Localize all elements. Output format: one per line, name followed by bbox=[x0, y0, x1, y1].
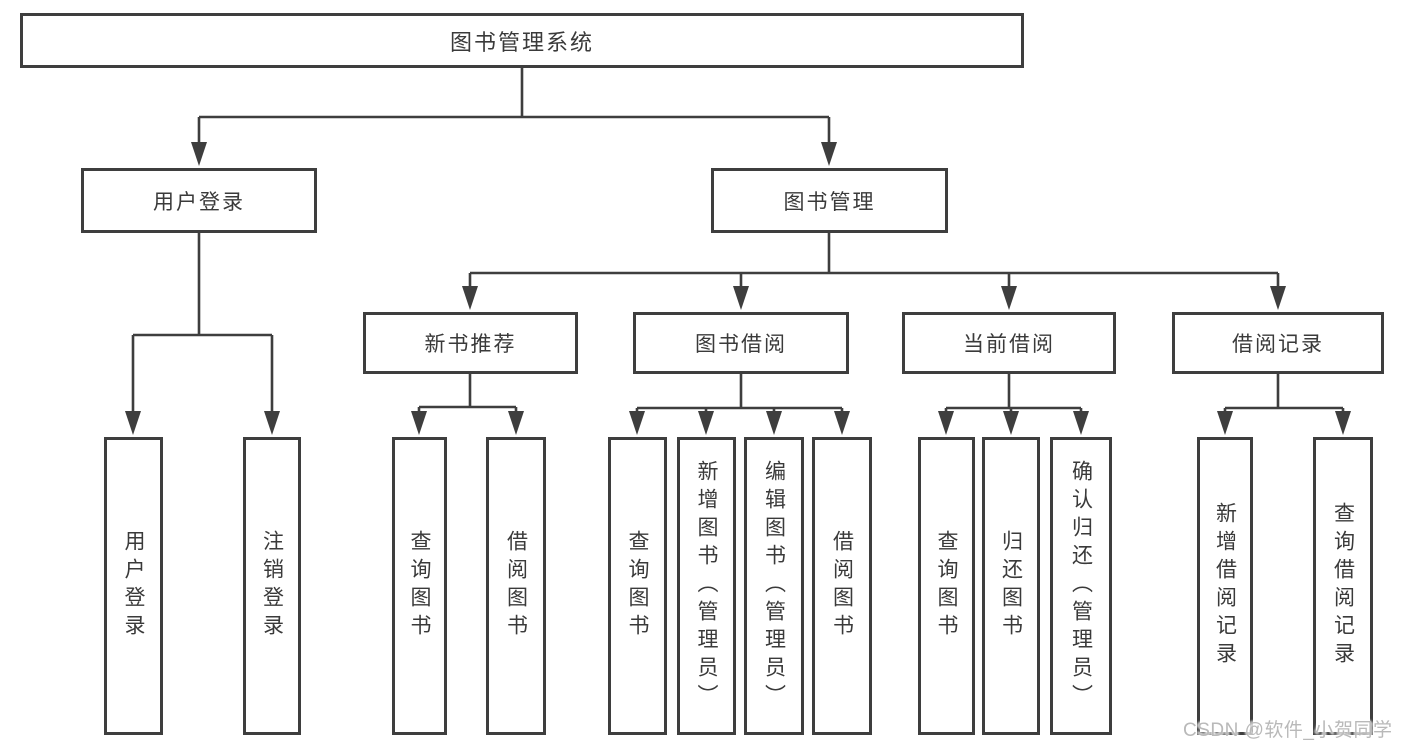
leaf-add-borrow-record: 新增借阅记录 bbox=[1197, 437, 1253, 735]
node-user-login-label: 用户登录 bbox=[153, 190, 245, 214]
leaf-user-login: 用户登录 bbox=[104, 437, 163, 735]
leaf-logout-login-label: 注销登录 bbox=[260, 530, 284, 642]
leaf-confirm-return-admin: 确认归还（管理员） bbox=[1050, 437, 1112, 735]
leaf-add-books-admin: 新增图书（管理员） bbox=[677, 437, 736, 735]
leaf-current-query-books: 查询图书 bbox=[918, 437, 975, 735]
node-borrowing-records-label: 借阅记录 bbox=[1232, 333, 1324, 356]
node-new-book-recommend-label: 新书推荐 bbox=[424, 333, 517, 356]
leaf-return-books-label: 归还图书 bbox=[999, 530, 1023, 642]
leaf-confirm-return-admin-label: 确认归还（管理员） bbox=[1069, 460, 1093, 712]
node-library-system: 图书管理系统 bbox=[20, 13, 1024, 68]
leaf-add-borrow-record-label: 新增借阅记录 bbox=[1213, 502, 1237, 670]
leaf-add-books-admin-label: 新增图书（管理员） bbox=[695, 460, 718, 712]
leaf-user-login-label: 用户登录 bbox=[122, 530, 145, 642]
leaf-return-books: 归还图书 bbox=[982, 437, 1040, 735]
leaf-edit-books-admin-label: 编辑图书（管理员） bbox=[762, 460, 786, 712]
leaf-query-borrow-record: 查询借阅记录 bbox=[1313, 437, 1373, 735]
node-library-system-label: 图书管理系统 bbox=[449, 29, 594, 55]
leaf-recommend-query-books: 查询图书 bbox=[392, 437, 447, 735]
node-new-book-recommend: 新书推荐 bbox=[363, 312, 578, 374]
node-current-borrowing: 当前借阅 bbox=[902, 312, 1116, 374]
node-borrowing-records: 借阅记录 bbox=[1172, 312, 1384, 374]
node-current-borrowing-label: 当前借阅 bbox=[963, 333, 1055, 356]
leaf-recommend-query-books-label: 查询图书 bbox=[408, 530, 431, 642]
leaf-borrowing-borrow-books: 借阅图书 bbox=[812, 437, 872, 735]
node-book-borrowing: 图书借阅 bbox=[633, 312, 849, 374]
leaf-logout-login: 注销登录 bbox=[243, 437, 301, 735]
leaf-borrowing-borrow-books-label: 借阅图书 bbox=[830, 530, 854, 642]
leaf-recommend-borrow-books-label: 借阅图书 bbox=[504, 530, 528, 642]
csdn-watermark: CSDN @软件_小贺同学 bbox=[1183, 720, 1393, 741]
leaf-borrowing-query-books-label: 查询图书 bbox=[626, 530, 649, 642]
node-book-management: 图书管理 bbox=[711, 168, 948, 233]
leaf-recommend-borrow-books: 借阅图书 bbox=[486, 437, 546, 735]
leaf-query-borrow-record-label: 查询借阅记录 bbox=[1331, 502, 1355, 670]
node-book-management-label: 图书管理 bbox=[783, 190, 876, 214]
leaf-edit-books-admin: 编辑图书（管理员） bbox=[744, 437, 804, 735]
node-user-login: 用户登录 bbox=[81, 168, 317, 233]
leaf-current-query-books-label: 查询图书 bbox=[935, 530, 958, 642]
node-book-borrowing-label: 图书借阅 bbox=[695, 333, 787, 356]
leaf-borrowing-query-books: 查询图书 bbox=[608, 437, 667, 735]
